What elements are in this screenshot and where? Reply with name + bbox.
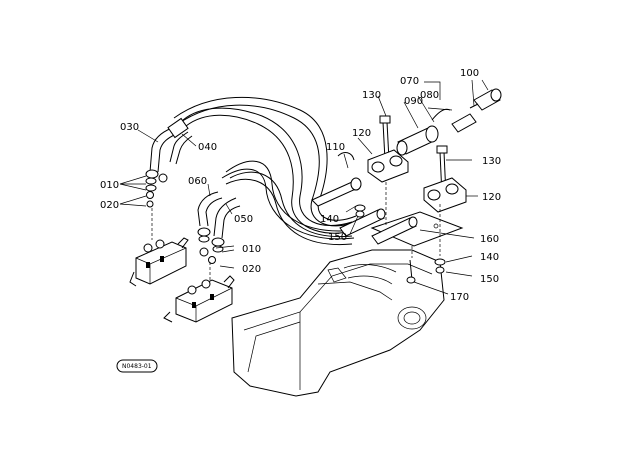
callout-150-right: 150: [480, 274, 499, 285]
callout-100: 100: [460, 68, 479, 79]
callout-120-upper: 120: [352, 128, 371, 139]
callout-040: 040: [198, 142, 217, 153]
callout-130-upper: 130: [362, 90, 381, 101]
callout-170: 170: [450, 292, 469, 303]
callout-160: 160: [480, 234, 499, 245]
callout-140-left: 140: [320, 214, 339, 225]
callout-labels: 010 020 030 040 060 050 010 020 070 080 …: [100, 68, 501, 303]
callout-150-left: 150: [328, 232, 347, 243]
drawing-number-stamp: N0483-01: [116, 359, 158, 373]
callout-140-right: 140: [480, 252, 499, 263]
callout-130-right: 130: [482, 156, 501, 167]
hydraulic-hoses: [173, 96, 357, 246]
callout-050: 050: [234, 214, 253, 225]
leader-lines: [119, 79, 489, 295]
callout-060: 060: [188, 176, 207, 187]
quick-coupler-assembly: [311, 88, 502, 284]
control-valve-lower: [163, 275, 235, 323]
callout-010-upper: 010: [100, 180, 119, 191]
stamp-text: N0483-01: [122, 363, 152, 370]
callout-020-upper: 020: [100, 200, 119, 211]
callout-110: 110: [326, 142, 345, 153]
callout-030: 030: [120, 122, 139, 133]
callout-080: 080: [420, 90, 439, 101]
lower-fitting-group: [197, 191, 241, 290]
control-valve-upper: [129, 237, 189, 287]
callout-120-right: 120: [482, 192, 501, 203]
callout-090: 090: [404, 96, 423, 107]
tractor-body-outline: [231, 249, 445, 397]
callout-010-lower: 010: [242, 244, 261, 255]
callout-070: 070: [400, 76, 419, 87]
callout-020-lower: 020: [242, 264, 261, 275]
upper-fitting-group: [145, 117, 193, 240]
